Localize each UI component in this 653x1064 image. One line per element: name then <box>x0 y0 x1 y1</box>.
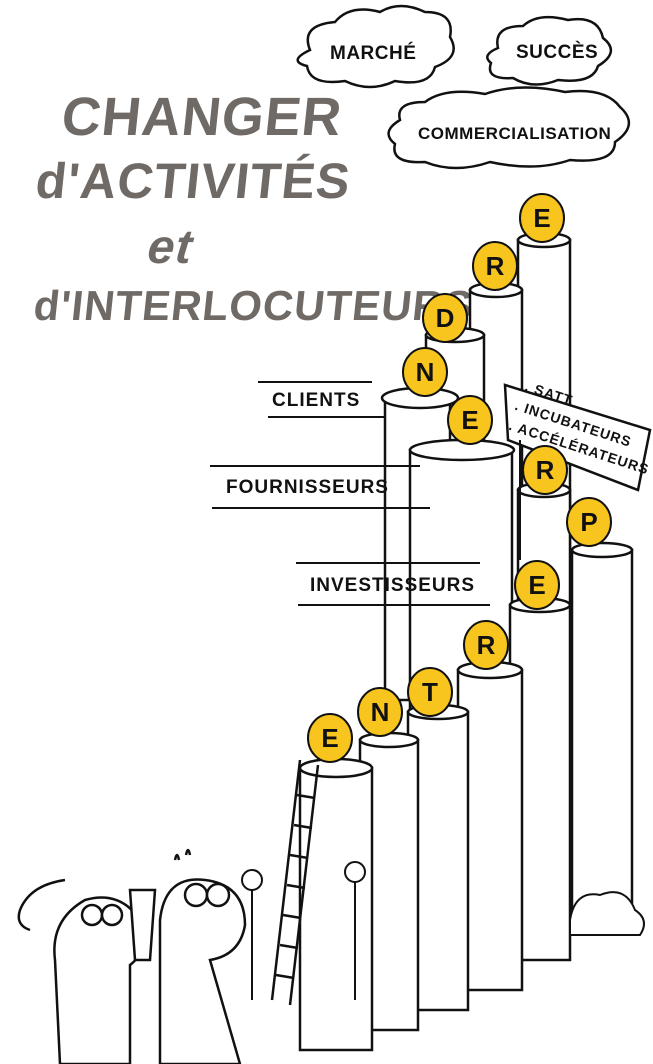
cloud-text-commercialisation: COMMERCIALISATION <box>418 124 612 143</box>
label-clients: CLIENTS <box>272 390 361 411</box>
coin-letter: E <box>321 723 338 753</box>
column-6 <box>570 548 634 932</box>
coin-12: E <box>519 193 565 243</box>
coin-letter: T <box>422 677 438 707</box>
coin-letter: R <box>477 630 496 660</box>
coin-letter: E <box>528 570 545 600</box>
coin-letter: E <box>533 203 550 233</box>
characters <box>17 848 247 1064</box>
coin-11: R <box>472 241 518 291</box>
cloud-commercialisation <box>387 86 630 170</box>
sign-board <box>503 383 652 560</box>
coin-10: D <box>422 293 468 343</box>
coin-letter: R <box>486 251 505 281</box>
cloud-text-marche: MARCHÉ <box>330 43 417 64</box>
coin-2: N <box>357 687 403 737</box>
coin-6: P <box>566 497 612 547</box>
coin-letter: D <box>436 303 455 333</box>
coin-letter: P <box>580 507 597 537</box>
coin-letter: E <box>461 405 478 435</box>
flowers <box>241 861 645 1000</box>
cloud-succes <box>486 15 612 86</box>
coin-letter: N <box>416 357 435 387</box>
coin-letter: N <box>371 697 390 727</box>
coin-4: R <box>463 620 509 670</box>
column-1 <box>298 766 374 1052</box>
coin-3: T <box>407 667 453 717</box>
cloud-text-succes: SUCCÈS <box>516 42 599 63</box>
coin-7: R <box>522 445 568 495</box>
coin-letter: R <box>536 455 555 485</box>
label-fournisseurs: FOURNISSEURS <box>226 477 389 498</box>
coin-5: E <box>514 560 560 610</box>
coin-8: E <box>447 395 493 445</box>
coin-1: E <box>307 713 353 763</box>
cloud-marche <box>296 4 455 89</box>
label-investisseurs: INVESTISSEURS <box>310 575 476 596</box>
ladder <box>270 759 320 1006</box>
coin-9: N <box>402 347 448 397</box>
